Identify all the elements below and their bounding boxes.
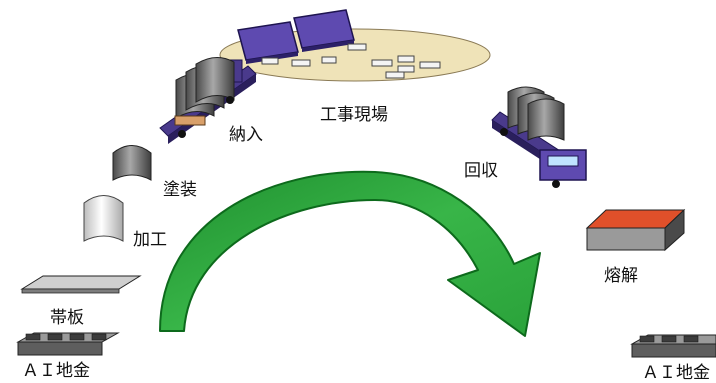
label-melting: 熔解 <box>604 266 638 286</box>
site-material-blocks-icon <box>261 43 441 79</box>
strip-plate-icon <box>20 275 142 294</box>
delivery-truck-icon <box>159 57 257 144</box>
recycle-flow-arrow <box>159 170 541 337</box>
painted-coil-icon <box>112 145 152 181</box>
label-ingot-right: ＡＩ地金 <box>642 363 710 383</box>
building-panel-icon <box>237 9 355 64</box>
melting-furnace-icon <box>585 208 686 252</box>
collection-truck-icon <box>491 86 587 188</box>
label-collection: 回収 <box>464 161 498 181</box>
label-ingot-left: ＡＩ地金 <box>22 361 90 381</box>
ingot-right-icon <box>630 334 716 358</box>
label-processing: 加工 <box>133 230 167 250</box>
label-construction-site: 工事現場 <box>320 105 388 125</box>
ingot-left-icon <box>16 332 120 356</box>
processed-coil-icon <box>83 195 124 242</box>
label-strip: 帯板 <box>50 308 84 328</box>
label-painting: 塗装 <box>163 180 197 200</box>
label-delivery: 納入 <box>229 125 263 145</box>
